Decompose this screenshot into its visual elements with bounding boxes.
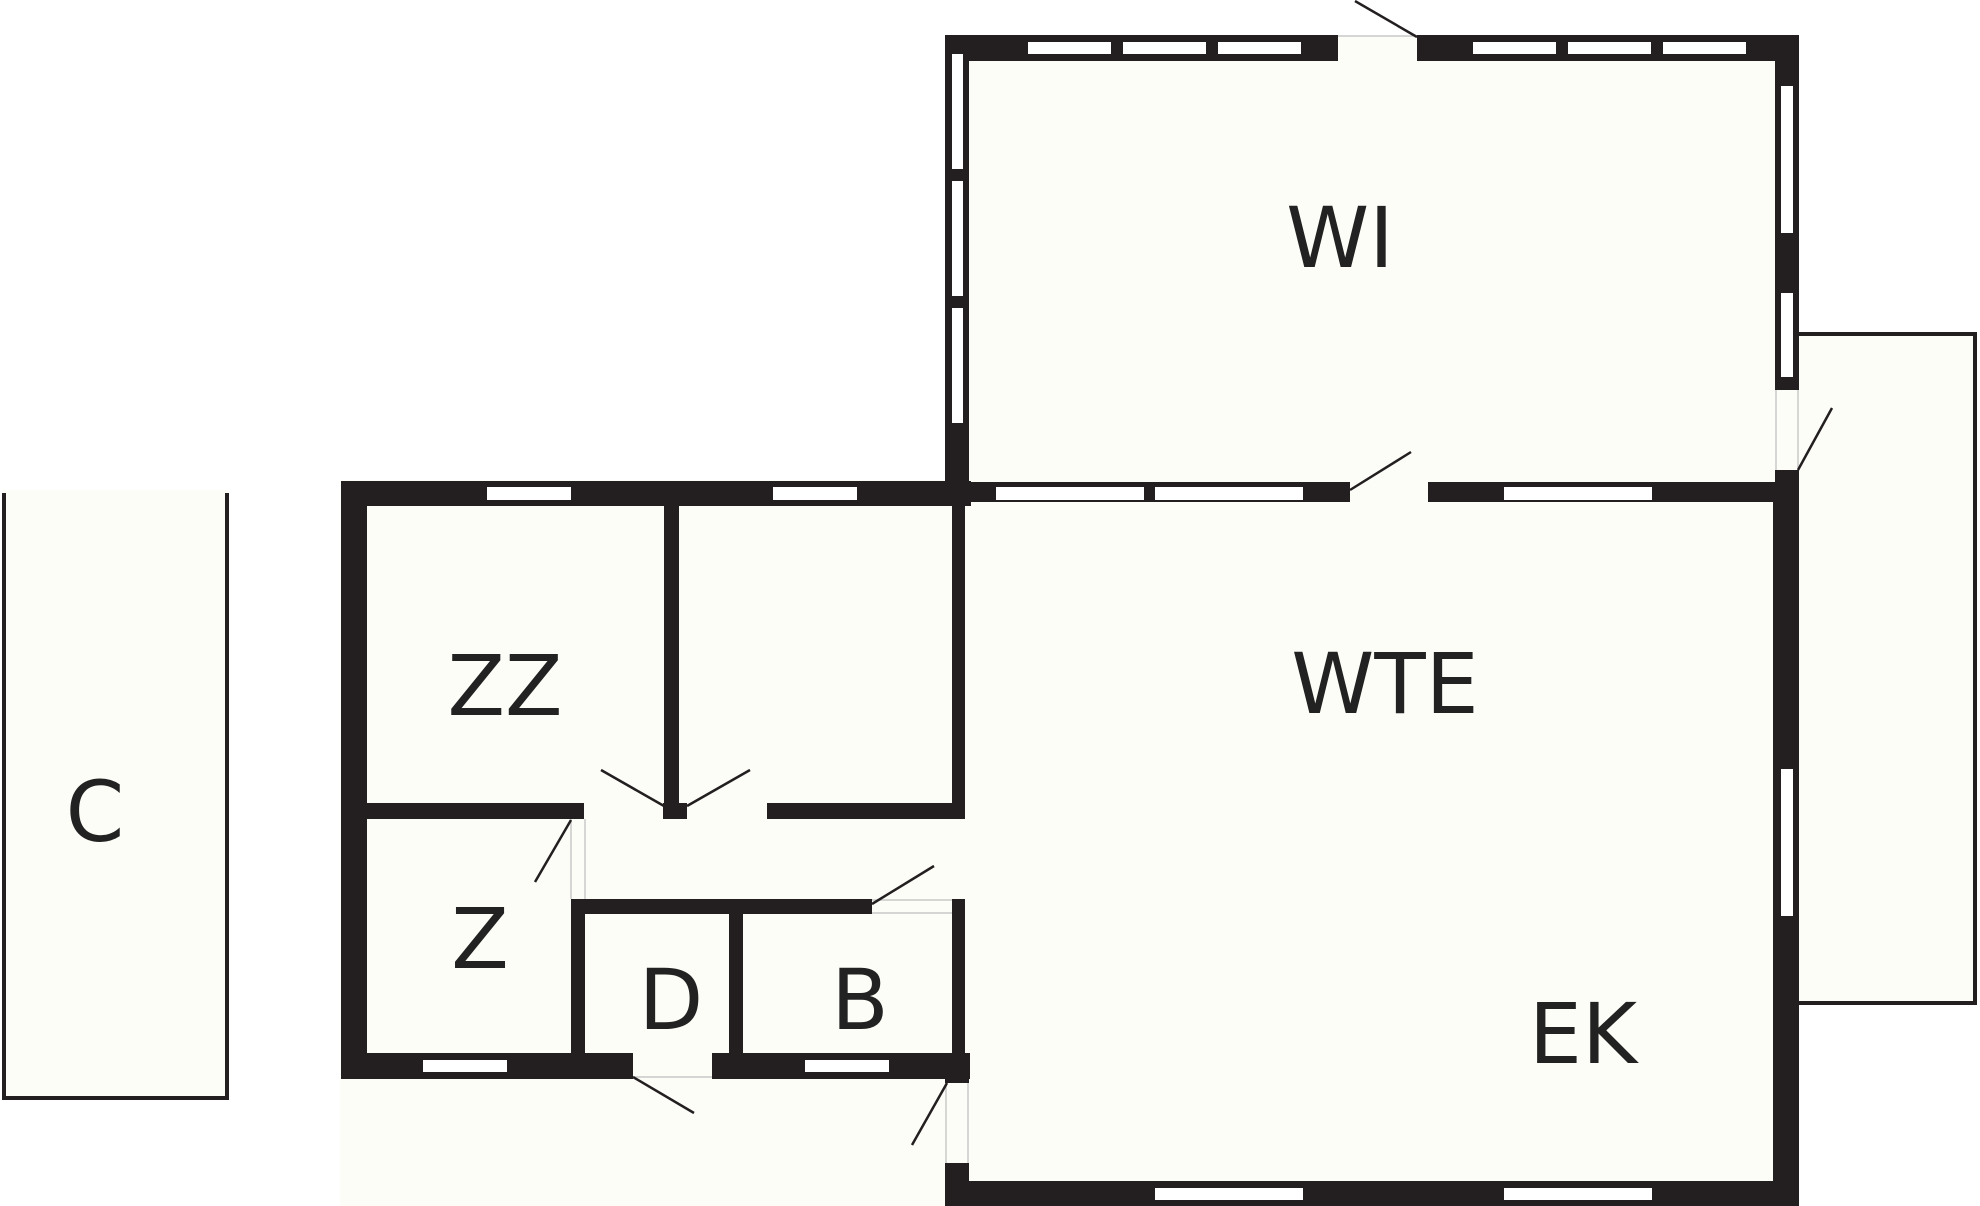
door-swings	[533, 0, 1834, 1146]
wall-south-main	[945, 1181, 1799, 1206]
door-leaf	[686, 768, 751, 808]
wall-z-east	[571, 899, 585, 1059]
wall-westwing-north	[341, 481, 971, 506]
wall-main-west-lower	[945, 1163, 969, 1206]
wall-door-stub	[663, 803, 687, 819]
window	[1779, 84, 1795, 235]
window	[485, 485, 573, 502]
room-label-b: B	[831, 951, 889, 1049]
structure-c-outline	[2, 493, 229, 1100]
door-leaf	[1354, 0, 1418, 39]
wall-room-south	[767, 803, 965, 819]
wall-zz-south	[367, 803, 584, 819]
door-leaf	[910, 1082, 949, 1146]
room-label-z: Z	[451, 890, 509, 988]
windows	[421, 40, 1795, 1202]
window	[950, 306, 965, 425]
room-label-zz: ZZ	[447, 637, 562, 735]
wall-d-b	[729, 899, 743, 1059]
floor-wi	[945, 36, 1797, 493]
window	[950, 52, 965, 171]
room-label-d: D	[639, 951, 704, 1049]
window	[1026, 40, 1113, 56]
door-leaf	[600, 768, 665, 808]
window	[994, 485, 1146, 502]
wall-westwing-west	[341, 481, 367, 1079]
window	[771, 485, 859, 502]
door-leaf	[1796, 407, 1834, 471]
door-leaf	[632, 1075, 695, 1115]
window	[1471, 40, 1558, 56]
room-label-ek: EK	[1529, 985, 1639, 1083]
door-leaf	[871, 864, 935, 906]
window	[950, 179, 965, 298]
floor-main	[340, 480, 1797, 1206]
window	[1502, 485, 1654, 502]
door-leaf	[1349, 450, 1412, 492]
window	[1216, 40, 1303, 56]
room-label-wte: WTE	[1291, 635, 1478, 733]
window	[1779, 291, 1795, 379]
wall-corridor-south	[571, 899, 872, 914]
wall-b-east	[952, 899, 965, 1059]
door-leaf	[533, 819, 573, 883]
window	[1779, 767, 1795, 918]
door-jambs	[570, 35, 1799, 1163]
outbuildings	[2, 332, 1977, 1100]
terrace-outline	[1797, 332, 1977, 1005]
room-label-c: C	[66, 763, 125, 861]
window	[803, 1058, 891, 1074]
window	[1502, 1186, 1654, 1202]
room-label-wi: WI	[1286, 189, 1394, 287]
window	[1153, 485, 1305, 502]
floor-terrace	[1797, 334, 1977, 1004]
window	[1661, 40, 1748, 56]
window	[1153, 1186, 1305, 1202]
window	[1121, 40, 1208, 56]
window	[421, 1058, 509, 1074]
floor-c	[3, 490, 228, 1098]
floors	[3, 36, 1977, 1206]
window	[1566, 40, 1653, 56]
wall-zz-east	[664, 505, 679, 803]
wall-room-east	[952, 505, 965, 818]
